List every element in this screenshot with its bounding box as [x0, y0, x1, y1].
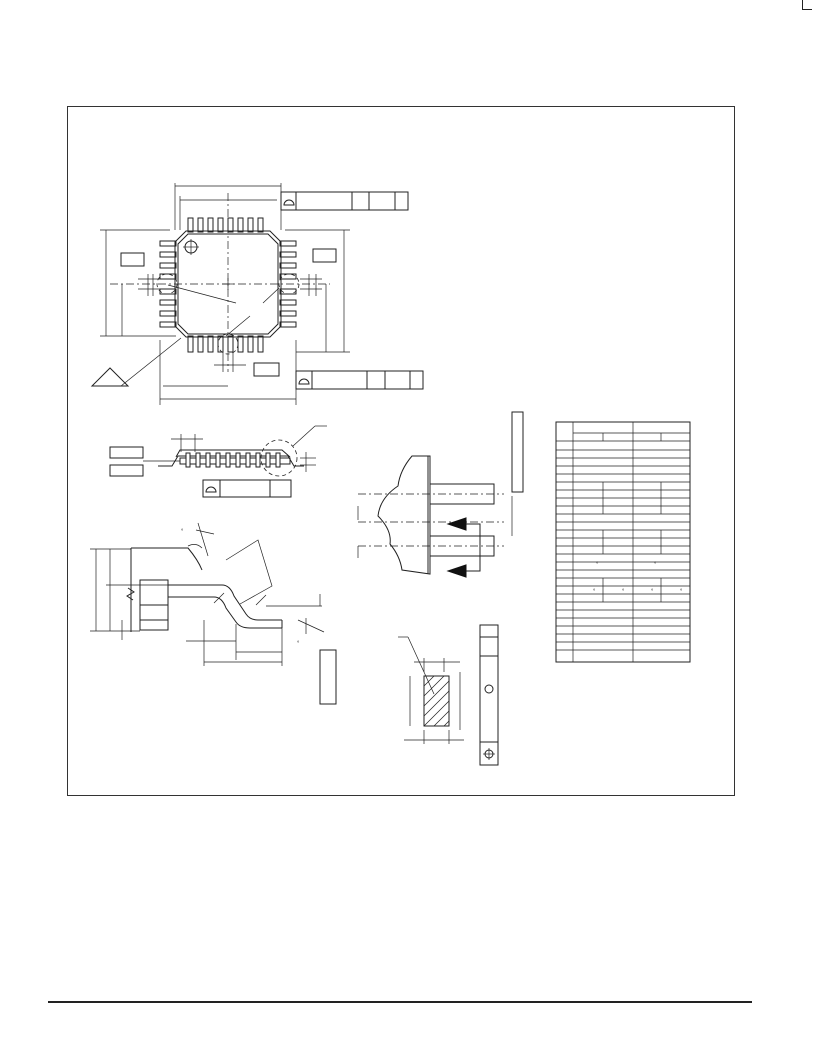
feature-control-frame-bottom	[295, 370, 424, 390]
datum-box-side-2	[109, 464, 144, 477]
datum-box-side-1	[109, 446, 144, 459]
lead-profile-top	[168, 584, 282, 621]
degree-mark: °	[181, 529, 184, 535]
footer-rule	[48, 1001, 752, 1003]
section-body	[377, 455, 431, 575]
left-leads	[159, 240, 177, 328]
side-view	[109, 425, 327, 498]
feature-control-frame-top	[280, 191, 409, 211]
degree-mark: °	[596, 562, 599, 568]
section-view	[357, 411, 524, 578]
datum-box-b	[312, 248, 337, 263]
degree-mark: °	[680, 589, 683, 595]
page-corner-mark	[802, 0, 812, 10]
detail-circle-left	[156, 273, 178, 295]
datum-box-d	[253, 362, 280, 377]
circle-pin1-icon	[183, 239, 199, 255]
degree-mark: °	[297, 641, 300, 647]
lead-section	[398, 624, 499, 766]
arrow-lower	[446, 564, 467, 578]
datum-box-a	[120, 252, 145, 267]
degree-mark: °	[622, 589, 625, 595]
datum-box-section	[511, 411, 524, 493]
side-profile	[158, 455, 304, 467]
degree-mark: °	[654, 562, 657, 568]
detail-circle-side	[260, 439, 298, 477]
side-leads	[185, 452, 281, 468]
detail-circle-bottom	[217, 333, 239, 355]
half-circle-datum-icon	[205, 486, 217, 493]
feature-control-frame-vertical	[479, 624, 499, 766]
lead-profile-bottom	[168, 596, 282, 629]
lead-detail: ° °	[90, 522, 337, 705]
degree-mark: °	[651, 589, 654, 595]
dimension-table: ° ° ° ° ° °	[555, 421, 691, 663]
bottom-leads	[187, 335, 264, 353]
centerline-cross-icon	[222, 278, 234, 290]
datum-box-detail	[319, 649, 337, 705]
detail-circle-right	[278, 273, 300, 295]
half-circle-datum-icon	[298, 378, 310, 385]
position-tolerance-icon	[483, 748, 495, 760]
top-view	[90, 183, 424, 405]
body-edge	[131, 547, 203, 571]
package-body	[174, 230, 282, 338]
arrow-upper	[446, 517, 467, 531]
degree-mark: °	[593, 589, 596, 595]
drawing-frame	[67, 106, 735, 796]
top-leads	[187, 217, 264, 233]
feature-control-frame-side	[202, 479, 292, 498]
half-circle-datum-icon	[283, 199, 295, 206]
datum-triangle	[90, 367, 130, 387]
